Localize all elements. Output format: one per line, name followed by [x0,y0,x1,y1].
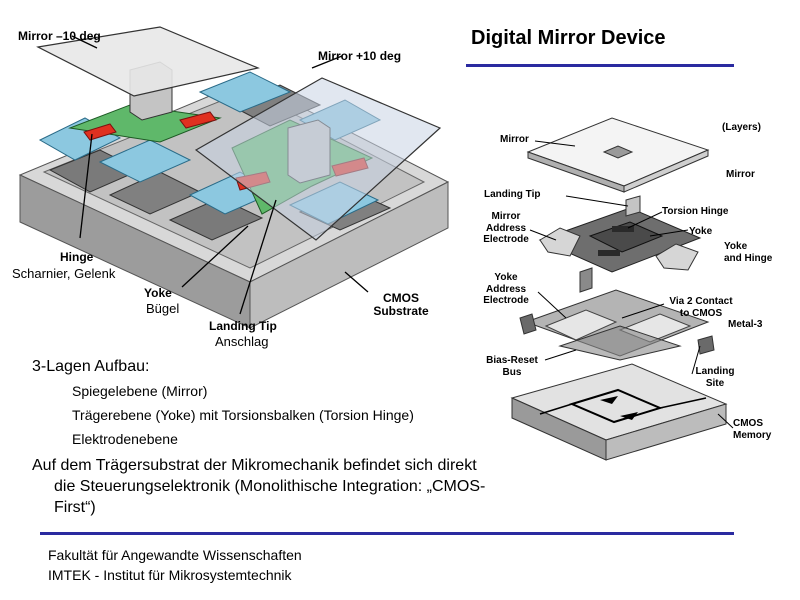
label-line: Site [705,377,725,389]
leader-line [649,229,689,237]
leader-line [239,199,277,315]
label-cmos-substrate: CMOS Substrate [366,291,436,319]
label-line: CMOS [733,418,763,429]
label-cmos-memory: CMOS Memory [733,418,771,441]
cmos-trace [659,397,707,409]
leader-line [717,413,734,429]
notes-section: 3-Lagen Aufbau: Spiegelebene (Mirror) Tr… [32,358,502,518]
label-line: Memory [733,429,772,441]
label-line: Electrode [483,295,529,306]
mirror-address-electrode [655,243,699,271]
leader-line [537,291,567,319]
label-mirror-layer: Mirror [726,169,755,180]
mirror-plus-10 [194,77,442,241]
exploded-mirror-edge [623,149,709,193]
label-cmos-line2: Substrate [373,304,429,319]
leader-line [311,55,343,69]
label-line: to CMOS [679,307,723,319]
page-title: Digital Mirror Device [471,27,666,49]
torsion-hinge [598,250,620,256]
footer: Fakultät für Angewandte Wissenschaften I… [48,545,302,585]
mirror-address-electrode [539,227,581,257]
label-mirror-address-electrode: Mirror Address Electrode [476,211,536,246]
label-metal-3: Metal-3 [728,319,763,330]
leader-line [565,195,629,207]
leader-line [181,225,249,288]
red-hinge [179,111,217,129]
label-line: Bias-Reset [486,355,538,366]
label-mirror: Mirror [500,134,529,145]
footer-faculty: Fakultät für Angewandte Wissenschaften [48,547,302,563]
yoke-post [579,267,593,293]
label-via-contact: Via 2 Contact to CMOS [664,296,738,319]
cmos-circuit-arrow [620,412,638,420]
notes-paragraph: Auf dem Trägersubstrat der Mikromechanik… [32,457,486,516]
gray-electrode [168,197,264,241]
notes-item: Elektrodenebene [72,431,178,447]
leader-line [71,35,98,49]
leader-line [79,133,93,239]
label-yoke-address-electrode: Yoke Address Electrode [476,272,536,307]
label-line: Address [485,222,526,234]
notes-heading: 3-Lagen Aufbau: [32,358,150,375]
label-torsion-hinge: Torsion Hinge [662,206,729,217]
label-line: Mirror [491,211,521,222]
label-mirror-minus-10: Mirror –10 deg [18,29,101,43]
label-line: Yoke [724,241,748,252]
label-line: Address [485,283,526,295]
label-line: Landing [695,366,735,377]
label-layers: (Layers) [722,122,761,133]
label-cmos-line1: CMOS [383,291,419,305]
cmos-memory-right-face [605,403,727,461]
leader-line [534,140,576,147]
label-landing-tip-de: Anschlag [215,334,269,349]
blue-electrode [198,71,292,113]
label-hinge-de: Scharnier, Gelenk [12,266,116,281]
cmos-circuit-arrow [600,396,618,404]
label-yoke: Yoke [144,286,172,300]
label-yoke-right: Yoke [689,226,713,237]
label-line: Via 2 Contact [669,296,733,307]
label-line: Yoke [494,272,518,283]
yoke-address-electrode [544,309,618,341]
leader-line [627,211,663,229]
label-line: Bus [502,366,522,378]
blue-electrode [98,139,192,183]
torsion-hinge [612,226,634,232]
cmos-trace [539,403,573,415]
mirror-via-hole [602,145,634,159]
footer-institute: IMTEK - Institut für Mikrosystemtechnik [48,567,292,583]
notes-item: Spiegelebene (Mirror) [72,383,208,399]
leader-line [544,349,577,361]
landing-site [697,335,715,355]
leader-line [529,229,557,241]
label-yoke-de: Bügel [146,301,180,316]
label-landing-site: Landing Site [690,366,740,389]
landing-site [519,313,537,335]
title-divider [466,64,734,67]
cmos-substrate-right-face [249,181,449,329]
mirror-minus-10 [36,26,260,97]
bias-reset-bus [558,325,682,361]
label-mirror-plus-10: Mirror +10 deg [318,49,402,63]
leader-line [691,345,701,375]
footer-divider [40,532,734,535]
label-hinge: Hinge [60,250,94,264]
label-bias-reset-bus: Bias-Reset Bus [481,355,543,378]
label-line: Electrode [483,234,529,245]
label-yoke-and-hinge: Yoke and Hinge [724,241,772,264]
label-landing-tip-right: Landing Tip [484,189,541,200]
leader-line [621,303,665,319]
leader-line [344,271,369,293]
notes-item: Trägerebene (Yoke) mit Torsionsbalken (T… [72,407,414,423]
label-landing-tip: Landing Tip [209,319,277,333]
label-line: and Hinge [724,252,773,264]
landing-tip-post [625,195,641,217]
